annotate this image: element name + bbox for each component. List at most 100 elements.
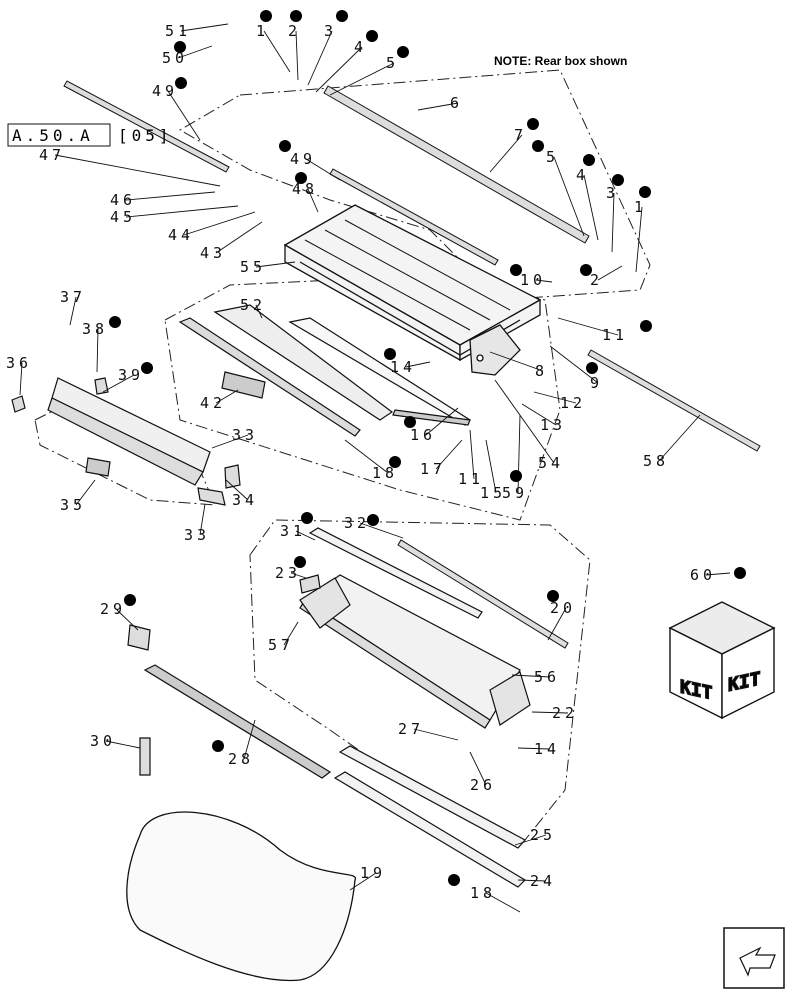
box-slats xyxy=(304,219,511,331)
callout-label: 56 xyxy=(534,668,560,686)
callout-4[interactable]: 4 xyxy=(315,30,378,93)
callout-57[interactable]: 57 xyxy=(268,621,299,654)
back-arrow-icon[interactable] xyxy=(723,927,785,989)
callout-39[interactable]: 39 xyxy=(102,362,153,393)
callout-38[interactable]: 38 xyxy=(82,316,121,373)
callout-50[interactable]: 50 xyxy=(162,41,213,67)
callout-8[interactable]: 8 xyxy=(489,351,548,380)
leader-line xyxy=(533,391,577,404)
callout-14[interactable]: 14 xyxy=(384,348,431,376)
callout-9[interactable]: 9 xyxy=(549,345,603,392)
callout-27[interactable]: 27 xyxy=(398,720,459,741)
callout-12[interactable]: 12 xyxy=(533,391,586,412)
callout-49[interactable]: 49 xyxy=(279,140,341,181)
callout-label: 49 xyxy=(152,82,178,100)
part-38-clip xyxy=(94,377,109,395)
part-28-strap xyxy=(143,664,332,779)
callout-45[interactable]: 45 xyxy=(110,205,239,226)
dot-marker xyxy=(586,362,598,374)
part-20-rod xyxy=(397,539,569,649)
callout-46[interactable]: 46 xyxy=(110,191,216,209)
callout-23[interactable]: 23 xyxy=(275,556,307,582)
callout-19[interactable]: 19 xyxy=(349,864,386,891)
part-49-top-rod xyxy=(63,80,230,173)
callout-18[interactable]: 18 xyxy=(344,439,401,482)
callout-35[interactable]: 35 xyxy=(60,479,96,514)
callout-15[interactable]: 15 xyxy=(480,439,506,502)
part-56-trough-lip xyxy=(299,599,491,729)
part-42-plate xyxy=(221,371,266,399)
dot-marker xyxy=(336,10,348,22)
callout-47[interactable]: 47 xyxy=(39,146,221,187)
callout-6[interactable]: 6 xyxy=(417,94,463,112)
callout-13[interactable]: 13 xyxy=(521,403,566,434)
callout-58[interactable]: 58 xyxy=(643,414,701,470)
callout-label: 5 xyxy=(386,54,399,72)
callout-4[interactable]: 4 xyxy=(576,154,599,241)
callout-3[interactable]: 3 xyxy=(606,174,624,253)
callout-22[interactable]: 22 xyxy=(531,704,578,722)
callout-60[interactable]: 60 xyxy=(690,566,746,584)
callout-5[interactable]: 5 xyxy=(329,46,409,96)
callout-26[interactable]: 26 xyxy=(469,751,496,794)
callout-33[interactable]: 33 xyxy=(211,426,258,449)
part-25-strip xyxy=(338,745,526,849)
leader-line xyxy=(115,608,139,631)
leader-line xyxy=(255,261,296,268)
callout-10[interactable]: 10 xyxy=(510,264,553,289)
callout-43[interactable]: 43 xyxy=(200,221,263,262)
leader-line xyxy=(211,434,249,449)
callout-3[interactable]: 3 xyxy=(307,10,348,86)
callout-48[interactable]: 48 xyxy=(292,172,319,213)
callout-2[interactable]: 2 xyxy=(580,264,623,289)
callout-label: 4 xyxy=(354,38,367,56)
callout-14[interactable]: 14 xyxy=(517,740,560,758)
part-7-shaft xyxy=(323,85,590,244)
callout-44[interactable]: 44 xyxy=(168,211,256,244)
callout-18[interactable]: 18 xyxy=(448,874,521,913)
callout-49[interactable]: 49 xyxy=(152,77,201,141)
callout-42[interactable]: 42 xyxy=(200,389,239,412)
leader-line xyxy=(611,192,615,253)
callout-56[interactable]: 56 xyxy=(511,668,560,686)
callout-24[interactable]: 24 xyxy=(517,872,556,890)
leader-line xyxy=(413,728,459,741)
leader-line xyxy=(54,154,221,187)
callout-33[interactable]: 33 xyxy=(184,503,210,544)
kit-box: KIT KIT xyxy=(668,601,776,720)
callout-54[interactable]: 54 xyxy=(494,379,564,472)
callout-37[interactable]: 37 xyxy=(60,288,86,326)
callout-17[interactable]: 17 xyxy=(420,439,463,478)
part-49-mid-rod xyxy=(329,168,499,266)
callout-31[interactable]: 31 xyxy=(280,512,316,541)
part-36-clip xyxy=(11,395,26,413)
callout-20[interactable]: 20 xyxy=(547,590,576,641)
part-23-clip xyxy=(299,574,321,594)
callout-36[interactable]: 36 xyxy=(6,354,32,396)
callout-1[interactable]: 1 xyxy=(634,186,651,273)
callout-28[interactable]: 28 xyxy=(212,719,256,768)
callout-5[interactable]: 5 xyxy=(532,140,585,237)
callout-25[interactable]: 25 xyxy=(514,826,556,846)
reference-box[interactable]: A.50.A [05] xyxy=(7,123,173,147)
callout-11[interactable]: 11 xyxy=(557,317,652,344)
leader-line xyxy=(547,607,567,641)
callout-32[interactable]: 32 xyxy=(344,514,404,539)
callout-52[interactable]: 52 xyxy=(240,296,266,319)
callout-59[interactable]: 59 xyxy=(502,414,528,502)
callout-2[interactable]: 2 xyxy=(288,10,302,81)
callout-29[interactable]: 29 xyxy=(100,594,139,631)
callout-55[interactable]: 55 xyxy=(240,258,296,276)
callout-11[interactable]: 11 xyxy=(458,429,484,488)
callout-1[interactable]: 1 xyxy=(256,10,291,73)
dot-marker xyxy=(734,567,746,579)
leader-line xyxy=(417,102,459,111)
callout-30[interactable]: 30 xyxy=(90,732,141,750)
reference-page: [05] xyxy=(118,126,173,145)
part-37-panel-edge xyxy=(47,397,204,486)
callout-7[interactable]: 7 xyxy=(489,118,539,173)
leader-line xyxy=(514,834,547,846)
callout-51[interactable]: 51 xyxy=(165,22,229,40)
callout-16[interactable]: 16 xyxy=(404,407,459,444)
callout-34[interactable]: 34 xyxy=(225,479,258,509)
